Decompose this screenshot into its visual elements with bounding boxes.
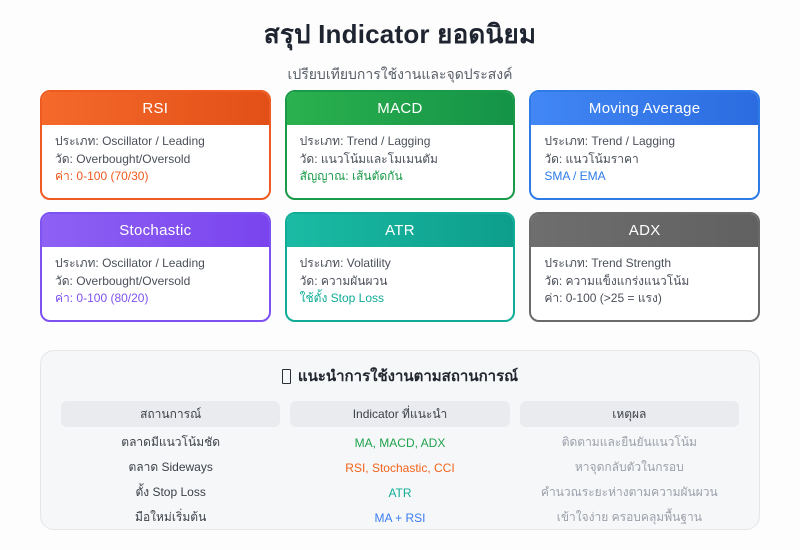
card-value-line: ค่า: 0-100 (70/30) xyxy=(55,169,149,183)
card-measure-line: วัด: แนวโน้มราคา xyxy=(544,151,639,166)
card-header: Stochastic xyxy=(42,214,269,247)
table-cell-situation: มือใหม่เริ่มต้น xyxy=(135,510,207,524)
card-header: Moving Average xyxy=(531,92,758,125)
table-cell-indicator: RSI, Stochastic, CCI xyxy=(345,460,455,475)
card-measure-line: วัด: ความแข็งแกร่งแนวโน้ม xyxy=(544,273,690,288)
indicator-card-atr: ATR ประเภท: Volatility วัด: ความผันผวน ใ… xyxy=(284,212,516,322)
usage-guide-panel: แนะนำการใช้งานตามสถานการณ์ สถานการณ์ Ind… xyxy=(40,350,760,530)
card-measure-line: วัด: ความผันผวน xyxy=(299,273,388,288)
table-cell-indicator: MA + RSI xyxy=(374,510,426,525)
card-header: ATR xyxy=(286,214,514,247)
table-cell-reason: คำนวณระยะห่างตามความผันผวน xyxy=(540,485,718,499)
indicator-cards-grid: RSI ประเภท: Oscillator / Leading วัด: Ov… xyxy=(40,90,760,322)
card-body: ประเภท: Trend / Lagging วัด: แนวโน้มราคา… xyxy=(531,125,758,186)
table-cell-indicator: ATR xyxy=(388,485,412,500)
card-header: MACD xyxy=(286,92,514,125)
table-cell-situation: ตั้ง Stop Loss xyxy=(135,485,206,499)
page-title: สรุป Indicator ยอดนิยม xyxy=(263,19,537,49)
table-cell-reason: ติดตามและยืนยันแนวโน้ม xyxy=(561,435,697,449)
indicator-card-stochastic: Stochastic ประเภท: Oscillator / Leading … xyxy=(40,212,271,322)
missing-glyph-icon xyxy=(281,368,291,384)
guide-title-row: แนะนำการใช้งานตามสถานการณ์ xyxy=(61,364,739,388)
indicator-card-macd: MACD ประเภท: Trend / Lagging วัด: แนวโน้… xyxy=(284,90,516,200)
card-type-line: ประเภท: Trend / Lagging xyxy=(544,134,676,148)
guide-table: สถานการณ์ Indicator ที่แนะนำ เหตุผล ตลาด… xyxy=(61,401,739,530)
table-cell-reason: เข้าใจง่าย ครอบคลุมพื้นฐาน xyxy=(556,510,702,524)
card-body: ประเภท: Oscillator / Leading วัด: Overbo… xyxy=(42,247,269,308)
indicator-card-moving-average: Moving Average ประเภท: Trend / Lagging ว… xyxy=(529,90,760,200)
card-value-line: SMA / EMA xyxy=(544,169,606,183)
indicator-card-rsi: RSI ประเภท: Oscillator / Leading วัด: Ov… xyxy=(40,90,271,200)
card-value-line: ค่า: 0-100 (>25 = แรง) xyxy=(544,291,662,305)
column-header-situation: สถานการณ์ xyxy=(61,401,281,427)
card-type-line: ประเภท: Trend Strength xyxy=(544,256,672,270)
table-cell-reason: หาจุดกลับตัวในกรอบ xyxy=(574,460,684,474)
card-body: ประเภท: Volatility วัด: ความผันผวน ใช้ตั… xyxy=(287,247,514,308)
table-cell-situation: ตลาดมีแนวโน้มชัด xyxy=(121,435,221,449)
card-measure-line: วัด: Overbought/Oversold xyxy=(55,273,191,288)
card-body: ประเภท: Trend / Lagging วัด: แนวโน้มและโ… xyxy=(287,125,514,186)
page-subtitle: เปรียบเทียบการใช้งานและจุดประสงค์ xyxy=(287,66,513,82)
card-value-line: ค่า: 0-100 (80/20) xyxy=(55,291,149,305)
guide-title: แนะนำการใช้งานตามสถานการณ์ xyxy=(297,368,519,385)
table-cell-situation: ตลาด Sideways xyxy=(128,460,213,474)
card-header: RSI xyxy=(42,92,269,125)
card-value-line: ใช้ตั้ง Stop Loss xyxy=(299,291,385,305)
column-header-reason: เหตุผล xyxy=(519,401,739,427)
card-body: ประเภท: Trend Strength วัด: ความแข็งแกร่… xyxy=(531,247,758,308)
card-measure-line: วัด: Overbought/Oversold xyxy=(55,151,191,166)
card-type-line: ประเภท: Trend / Lagging xyxy=(299,134,431,148)
card-measure-line: วัด: แนวโน้มและโมเมนตัม xyxy=(299,151,438,166)
card-type-line: ประเภท: Oscillator / Leading xyxy=(55,134,205,148)
page-header: สรุป Indicator ยอดนิยม เปรียบเทียบการใช้… xyxy=(0,0,800,86)
indicator-card-adx: ADX ประเภท: Trend Strength วัด: ความแข็ง… xyxy=(529,212,760,322)
card-type-line: ประเภท: Oscillator / Leading xyxy=(55,256,205,270)
card-type-line: ประเภท: Volatility xyxy=(299,256,391,270)
column-header-indicator: Indicator ที่แนะนำ xyxy=(290,401,510,427)
card-value-line: สัญญาณ: เส้นตัดกัน xyxy=(299,169,403,183)
card-body: ประเภท: Oscillator / Leading วัด: Overbo… xyxy=(42,125,269,186)
table-cell-indicator: MA, MACD, ADX xyxy=(354,435,446,450)
card-header: ADX xyxy=(531,214,758,247)
